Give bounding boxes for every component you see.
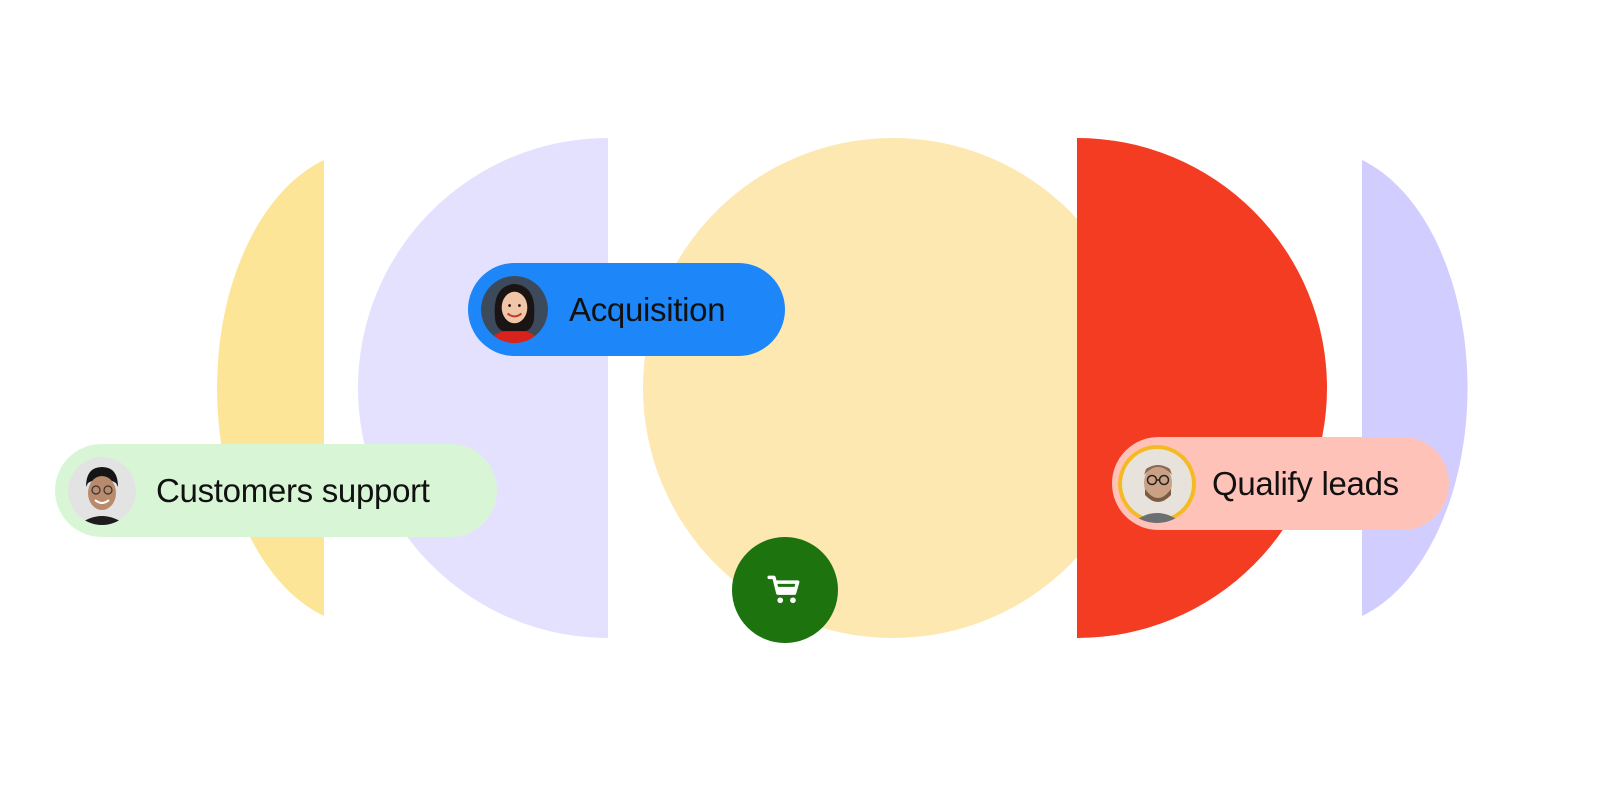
customers-support-pill[interactable]: Customers support <box>55 444 497 537</box>
qualify-leads-label: Qualify leads <box>1212 464 1399 502</box>
acquisition-label: Acquisition <box>569 290 726 328</box>
center-circle <box>643 138 1143 638</box>
person-glasses-avatar <box>68 456 136 525</box>
shopping-cart-icon <box>767 575 800 604</box>
acquisition-pill[interactable]: Acquisition <box>468 263 785 356</box>
qualify-leads-pill[interactable]: Qualify leads <box>1112 437 1449 530</box>
lavender-half-circle <box>358 138 608 638</box>
yellow-half-circle <box>217 160 324 616</box>
red-half-circle <box>1077 138 1327 638</box>
bearded-man-avatar <box>1118 444 1196 523</box>
cart-button[interactable] <box>732 537 838 643</box>
customers-support-label: Customers support <box>156 471 430 509</box>
right-lavender-half-circle <box>1362 160 1468 616</box>
woman-smiling-avatar <box>481 276 548 343</box>
